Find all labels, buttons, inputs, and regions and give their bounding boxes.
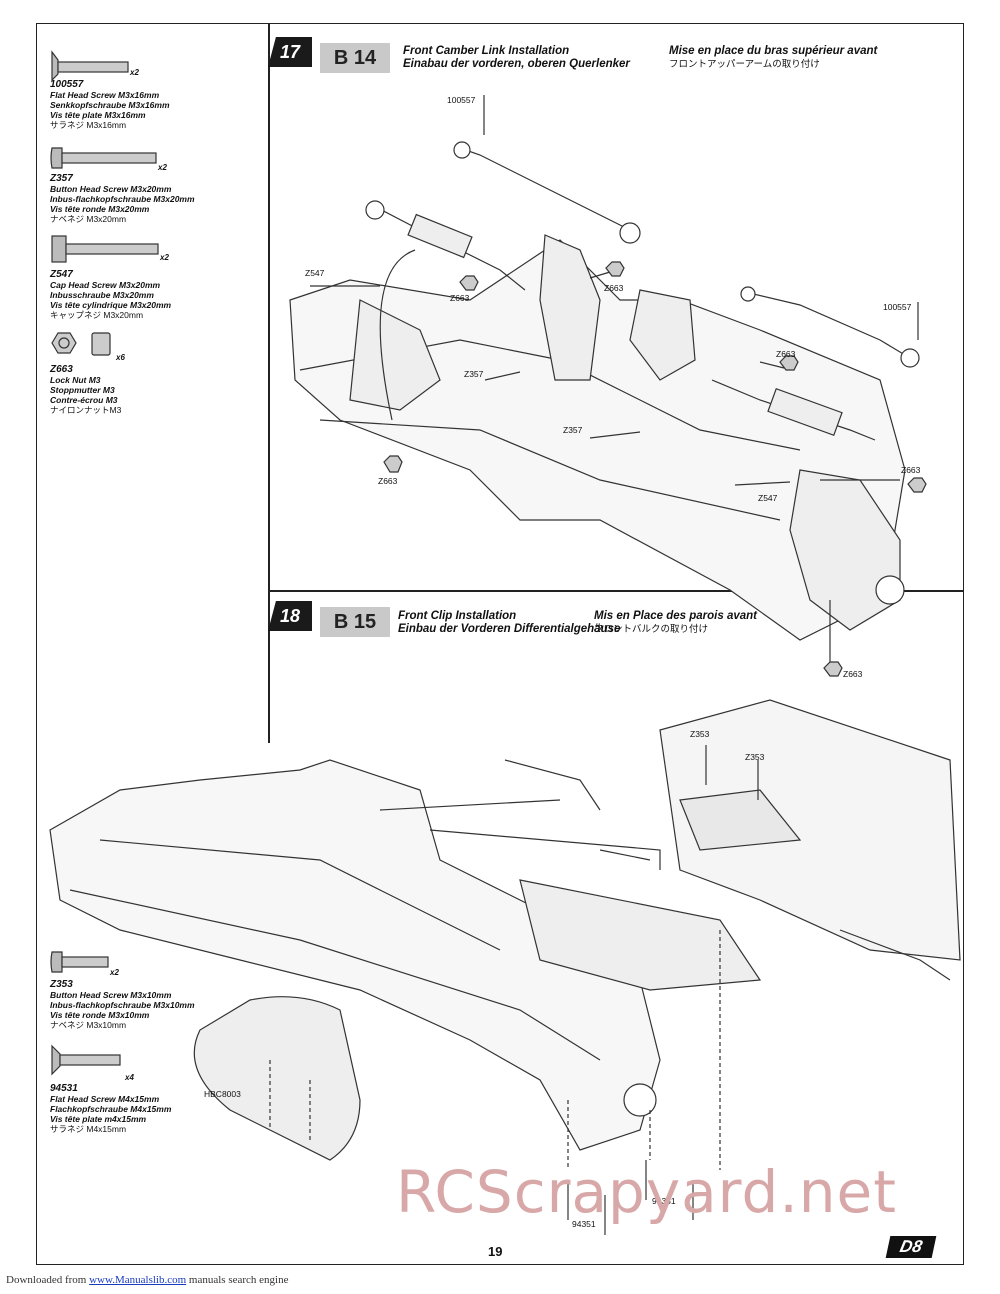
part-name-de: Inbus-flachkopfschraube M3x20mm — [50, 194, 195, 204]
part-entry: Z547 Cap Head Screw M3x20mm Inbusschraub… — [50, 269, 172, 321]
part-code: 94531 — [50, 1083, 78, 1094]
part-name-jp: サラネジ M3x16mm — [50, 120, 127, 130]
callout-label: Z547 — [758, 493, 778, 503]
part-name-fr: Vis tête cylindrique M3x20mm — [50, 300, 172, 310]
cap-head-screw-icon — [51, 235, 159, 263]
step-code: B 15 — [320, 607, 390, 637]
callout-label: 94351 — [652, 1196, 676, 1206]
footer-suffix: manuals search engine — [186, 1274, 289, 1286]
page-frame — [36, 23, 964, 1265]
qty-label: x2 — [110, 968, 119, 977]
callout-label: Z547 — [305, 268, 325, 278]
qty-label: x6 — [116, 353, 125, 362]
part-code: 100557 — [50, 79, 84, 90]
button-head-screw-icon — [50, 147, 157, 169]
part-name-en: Cap Head Screw M3x20mm — [50, 280, 161, 290]
watermark: RCScrapyard.net — [396, 1158, 897, 1226]
part-name-en: Button Head Screw M3x10mm — [50, 990, 172, 1000]
step-number: 18 — [268, 601, 312, 631]
lock-nut-icon — [51, 332, 111, 356]
part-entry: Z353 Button Head Screw M3x10mm Inbus-fla… — [50, 979, 195, 1031]
step-divider — [268, 590, 964, 592]
callout-label: 100557 — [883, 302, 912, 312]
step-title-de: Einbau der Vorderen Differentialgehäuse — [398, 623, 621, 635]
callout-label: Z663 — [843, 669, 863, 679]
footer-link[interactable]: www.Manualslib.com — [89, 1274, 187, 1286]
part-name-de: Inbus-flachkopfschraube M3x10mm — [50, 1000, 195, 1010]
step-title-fr-jp: Mise en place du bras supérieur avant フロ… — [669, 45, 877, 71]
callout-label: HBC8003 — [204, 1089, 241, 1099]
part-entry: Z357 Button Head Screw M3x20mm Inbus-fla… — [50, 173, 195, 225]
part-entry: 100557 Flat Head Screw M3x16mm Senkkopfs… — [50, 79, 170, 131]
part-code: Z663 — [50, 364, 73, 375]
part-name-en: Lock Nut M3 — [50, 375, 101, 385]
part-name-de: Inbusschraube M3x20mm — [50, 290, 154, 300]
callout-label: Z663 — [776, 349, 796, 359]
part-name-en: Flat Head Screw M4x15mm — [50, 1094, 160, 1104]
part-name-fr: Contre-écrou M3 — [50, 395, 118, 405]
part-name-jp: サラネジ M4x15mm — [50, 1124, 127, 1134]
step-number: 17 — [268, 37, 312, 67]
callout-label: Z663 — [901, 465, 921, 475]
step-title-de: Einabau der vorderen, oberen Querlenker — [403, 58, 630, 70]
step-title-jp: フロントアッパーアームの取り付け — [669, 59, 820, 70]
part-name-en: Flat Head Screw M3x16mm — [50, 90, 160, 100]
front-suspension-illustration — [289, 95, 927, 677]
footer-prefix: Downloaded from — [6, 1274, 90, 1286]
flat-head-screw-icon — [51, 1044, 121, 1076]
part-code: Z357 — [50, 173, 73, 184]
qty-label: x2 — [160, 253, 169, 262]
step-title-en-de: Front Camber Link Installation Einabau d… — [403, 45, 630, 71]
part-name-de: Flachkopfschraube M4x15mm — [50, 1104, 172, 1114]
qty-label: x4 — [125, 1073, 134, 1082]
callout-label: Z357 — [464, 369, 484, 379]
step-title-jp: フロントバルクの取り付け — [594, 624, 709, 635]
part-name-en: Button Head Screw M3x20mm — [50, 184, 172, 194]
step-title-fr-jp: Mis en Place des parois avant フロントバルクの取り… — [594, 610, 757, 636]
page-number: 19 — [488, 1244, 503, 1259]
callout-label: Z357 — [563, 425, 583, 435]
part-entry: 94531 Flat Head Screw M4x15mm Flachkopfs… — [50, 1083, 172, 1135]
callout-label: Z353 — [690, 729, 710, 739]
part-name-jp: キャップネジ M3x20mm — [50, 310, 144, 320]
part-name-fr: Vis tête plate m4x15mm — [50, 1114, 147, 1124]
part-entry: Z663 Lock Nut M3 Stoppmutter M3 Contre-é… — [50, 364, 122, 416]
part-name-fr: Vis tête ronde M3x20mm — [50, 204, 150, 214]
callout-label: 100557 — [447, 95, 476, 105]
part-name-fr: Vis tête plate M3x16mm — [50, 110, 146, 120]
brand-logo: D8 — [885, 1236, 937, 1258]
callout-label: 94351 — [572, 1219, 596, 1229]
part-name-de: Stoppmutter M3 — [50, 385, 115, 395]
footer: Downloaded from www.Manualslib.com manua… — [6, 1274, 288, 1286]
callout-label: Z663 — [604, 283, 624, 293]
callout-label: Z353 — [745, 752, 765, 762]
part-name-jp: ナベネジ M3x20mm — [50, 214, 127, 224]
callout-label: Z663 — [450, 293, 470, 303]
flat-head-screw-icon — [51, 50, 129, 82]
step-title-fr: Mis en Place des parois avant — [594, 610, 757, 622]
part-name-de: Senkkopfschraube M3x16mm — [50, 100, 170, 110]
step-title-en-de: Front Clip Installation Einbau der Vorde… — [398, 610, 620, 636]
part-code: Z353 — [50, 979, 73, 990]
step-code: B 14 — [320, 43, 390, 73]
part-name-fr: Vis tête ronde M3x10mm — [50, 1010, 150, 1020]
part-name-jp: ナベネジ M3x10mm — [50, 1020, 127, 1030]
qty-label: x2 — [158, 163, 167, 172]
front-clip-illustration — [49, 699, 961, 1235]
step-title-en: Front Clip Installation — [398, 610, 517, 622]
qty-label: x2 — [130, 68, 139, 77]
part-name-jp: ナイロンナットM3 — [50, 405, 122, 415]
button-head-screw-icon — [50, 951, 109, 973]
step-title-fr: Mise en place du bras supérieur avant — [669, 45, 878, 57]
column-divider — [268, 23, 270, 743]
callout-label: Z663 — [378, 476, 398, 486]
step-title-en: Front Camber Link Installation — [403, 45, 570, 57]
part-code: Z547 — [50, 269, 73, 280]
